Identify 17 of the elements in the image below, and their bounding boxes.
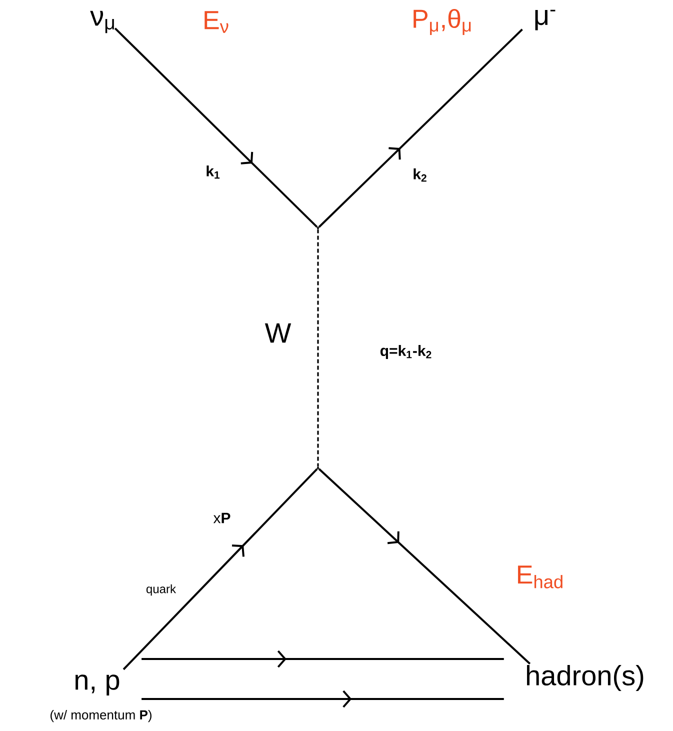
particle-label: hadron(s) <box>527 664 644 692</box>
edge-label: k$_{2}$ <box>414 168 426 182</box>
vertex-point <box>316 466 320 470</box>
particle-label: ν$_{μ}$ <box>90 10 114 34</box>
vertex-point <box>316 226 320 230</box>
edge-label: xP <box>213 512 230 524</box>
particle-label: n, p <box>76 674 120 696</box>
edge-label: k$_{1}$ <box>206 165 220 179</box>
quantity-label: P$_{μ}$,θ$_{μ}$ <box>414 8 471 36</box>
text-label: q=k$_{1}$-k$_{2}$ <box>380 345 432 359</box>
node-label: (w/ momentum P) <box>50 710 152 722</box>
dashed-line <box>317 229 319 467</box>
particle-label: μ$^{-}$ <box>535 10 556 30</box>
quantity-label: E$_{ν}$ <box>204 11 228 33</box>
text-label: quark <box>146 584 176 596</box>
edge-label: W <box>264 323 292 343</box>
quantity-label: E$_{had}$ <box>518 566 562 588</box>
